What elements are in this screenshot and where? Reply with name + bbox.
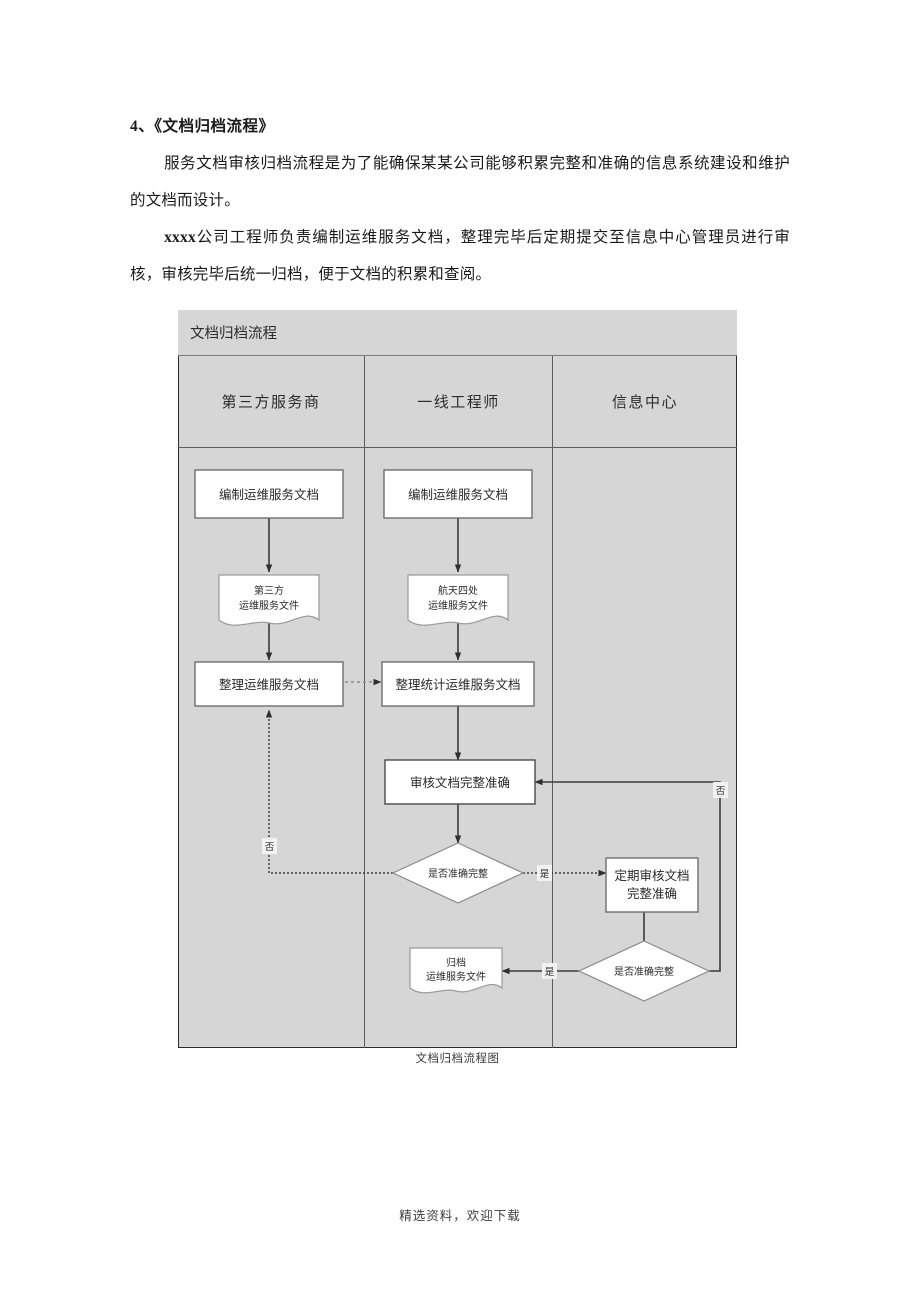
node-n1-label: 编制运维服务文档 (219, 487, 319, 502)
edge-label-no-right: 否 (716, 786, 726, 797)
node-n8-decision-accurate-complete[interactable]: 是否准确完整 (391, 842, 525, 904)
node-n3-organize-ops-doc[interactable]: 整理运维服务文档 (194, 661, 344, 707)
edge-label-group: 否 是 是 否 (262, 782, 728, 979)
connector-group (265, 518, 648, 956)
node-n2-third-party-ops-file[interactable]: 第三方 运维服务文件 (218, 574, 320, 626)
node-n9-label-line1: 归档 (446, 956, 466, 969)
node-n6-label: 整理统计运维服务文档 (395, 677, 520, 692)
node-n11-label: 是否准确完整 (614, 965, 674, 978)
node-n8-label: 是否准确完整 (428, 867, 488, 880)
edge-label-yes-mid: 是 (540, 869, 550, 880)
flowchart-title: 文档归档流程 (178, 310, 737, 356)
flowchart-container: 文档归档流程 第三方服务商 一线工程师 信息中心 (178, 310, 737, 1048)
node-n2-label-line2: 运维服务文件 (239, 599, 299, 612)
lane-header-third-party: 第三方服务商 (178, 356, 364, 448)
lane-header-frontline-engineer: 一线工程师 (364, 356, 552, 448)
node-n2-label-line1: 第三方 (254, 584, 284, 597)
section-heading: 4、《文档归档流程》 (130, 118, 275, 135)
flowchart-caption: 文档归档流程图 (415, 1053, 500, 1065)
paragraph-2: xxxx公司工程师负责编制运维服务文档，整理完毕后定期提交至信息中心管理员进行审… (130, 219, 790, 293)
node-n5-label-line1: 航天四处 (438, 584, 478, 597)
connector-n8-no-n3 (265, 709, 393, 874)
node-n1-compile-ops-doc-third-party[interactable]: 编制运维服务文档 (194, 469, 344, 519)
node-n10-label-line1: 定期审核文档 (614, 868, 689, 883)
edge-label-yes-bottom: 是 (545, 967, 555, 978)
node-n10-label-line2: 完整准确 (627, 886, 677, 901)
lane-header-information-center: 信息中心 (552, 356, 737, 448)
node-n10-periodic-review-doc[interactable]: 定期审核文档 完整准确 (605, 857, 699, 913)
flowchart-canvas: 编制运维服务文档 第三方 运维服务文件 整理运维服务文档 编制运维服务文档 航天… (194, 469, 728, 1002)
company-placeholder: xxxx (164, 229, 196, 246)
node-n4-compile-ops-doc-engineer[interactable]: 编制运维服务文档 (383, 469, 533, 519)
node-n5-aerospace-ops-file[interactable]: 航天四处 运维服务文件 (407, 574, 509, 626)
document-text-block: 4、《文档归档流程》 服务文档审核归档流程是为了能确保某某公司能够积累完整和准确… (130, 108, 790, 293)
node-n11-decision-accurate-complete[interactable]: 是否准确完整 (577, 940, 711, 1002)
lane-divider-1 (364, 448, 365, 1048)
paragraph-1: 服务文档审核归档流程是为了能确保某某公司能够积累完整和准确的信息系统建设和维护的… (130, 155, 790, 209)
paragraph-2-text: 公司工程师负责编制运维服务文档，整理完毕后定期提交至信息中心管理员进行审核，审核… (130, 229, 790, 283)
node-n9-archive-ops-file[interactable]: 归档 运维服务文件 (409, 947, 503, 994)
node-n3-label: 整理运维服务文档 (219, 677, 319, 692)
page-footer: 精选资料，欢迎下载 (399, 1209, 521, 1223)
node-n7-label: 审核文档完整准确 (410, 775, 510, 790)
edge-label-no-left: 否 (265, 842, 275, 853)
lane-divider-2 (552, 448, 553, 1048)
node-n4-label: 编制运维服务文档 (408, 487, 508, 502)
node-n5-label-line2: 运维服务文件 (428, 599, 488, 612)
connector-n11-no-n7 (534, 778, 721, 972)
node-n6-organize-summarize-ops-doc[interactable]: 整理统计运维服务文档 (381, 661, 535, 707)
node-n7-review-doc-complete-accurate[interactable]: 审核文档完整准确 (384, 759, 536, 805)
node-n9-label-line2: 运维服务文件 (426, 970, 486, 983)
